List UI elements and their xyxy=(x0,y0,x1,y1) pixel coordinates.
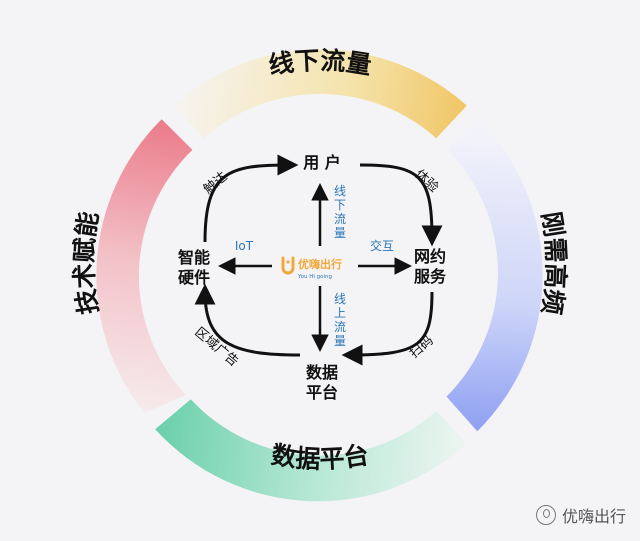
center-logo: 优嗨出行 You Hi going xyxy=(281,256,342,280)
logo-dot xyxy=(286,260,290,264)
label-interact: 交互 xyxy=(370,238,394,253)
node-hardware-line2: 硬件 xyxy=(178,268,210,287)
logo-text-en: You Hi going xyxy=(297,274,332,280)
node-hardware-line1: 智能 xyxy=(178,248,210,267)
ring-segment-left xyxy=(96,119,193,413)
arrow-user-to-service xyxy=(359,163,443,247)
node-service-line2: 服务 xyxy=(414,267,447,286)
arrow-service-to-data xyxy=(341,291,434,366)
node-data-line1: 数据 xyxy=(306,363,338,382)
edge-label-experience: 体验 xyxy=(412,166,442,195)
label-online-flow: 线上流量 xyxy=(334,292,346,348)
logo-text-cn: 优嗨出行 xyxy=(298,257,342,271)
ring-segment-bottom xyxy=(155,399,467,502)
edge-label-scan: 扫码 xyxy=(407,333,437,361)
label-offline-flow: 线下流量 xyxy=(334,184,346,240)
node-user: 用 户 xyxy=(303,153,341,172)
edge-label-reach: 触达 xyxy=(201,169,231,197)
label-iot: IoT xyxy=(235,239,254,253)
watermark-text: 优嗨出行 xyxy=(561,507,626,526)
wechat-account-icon xyxy=(535,505,556,525)
node-service-line1: 网约 xyxy=(414,247,446,266)
arrow-data-to-hardware xyxy=(194,283,301,357)
node-data-line2: 平台 xyxy=(306,383,338,402)
watermark: 优嗨出行 xyxy=(535,503,626,527)
ring-segment-top xyxy=(173,49,467,139)
ring-segment-right xyxy=(446,119,543,432)
logo-icon xyxy=(281,256,295,275)
arrow-hardware-to-user xyxy=(203,154,299,243)
